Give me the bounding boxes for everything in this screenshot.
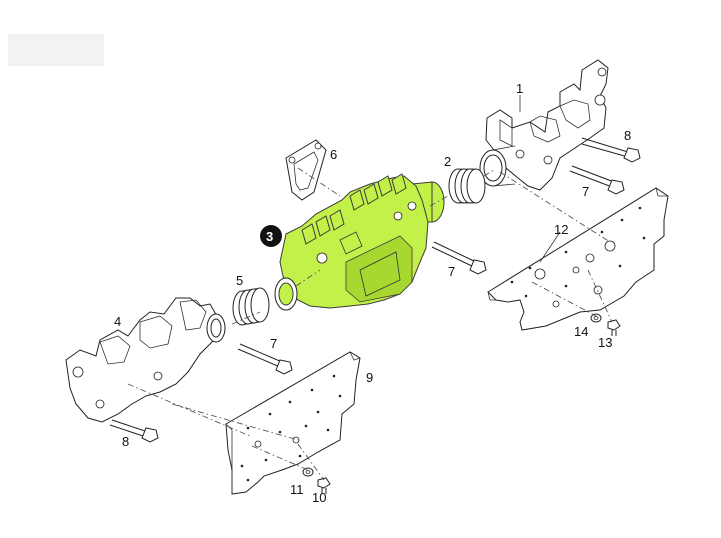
label-part-8-left: 8	[122, 434, 129, 449]
part-labels: 1 2 3 4 5 6 7 7 7 8 8 9 10 11 12 13 14	[114, 81, 631, 505]
label-part-3: 3	[266, 229, 273, 244]
label-part-2: 2	[444, 154, 451, 169]
label-part-9: 9	[366, 370, 373, 385]
part-2-spring[interactable]	[448, 168, 486, 204]
part-10-screw[interactable]	[317, 477, 331, 494]
label-part-4: 4	[114, 314, 121, 329]
label-part-8-right: 8	[624, 128, 631, 143]
part-7-bolt-center[interactable]	[431, 241, 487, 275]
part-13-screw[interactable]	[607, 319, 621, 336]
label-part-7-center: 7	[448, 264, 455, 279]
part-14-washer[interactable]	[590, 313, 602, 323]
part-3-main-body-highlighted[interactable]	[274, 173, 445, 311]
part-1-manifold-right[interactable]	[479, 59, 609, 191]
part-12-plate-right[interactable]	[487, 187, 669, 331]
label-part-7-right: 7	[582, 184, 589, 199]
label-part-10: 10	[312, 490, 326, 505]
part-5-spring[interactable]	[232, 287, 270, 326]
badge-part-3: 3	[260, 225, 282, 247]
label-part-5: 5	[236, 273, 243, 288]
label-part-14: 14	[574, 324, 588, 339]
masked-area	[8, 34, 104, 66]
part-11-washer[interactable]	[302, 467, 314, 477]
part-7-bolt-left[interactable]	[237, 343, 293, 375]
label-part-12: 12	[554, 222, 568, 237]
label-part-11: 11	[290, 482, 304, 497]
part-8-bolt-right[interactable]	[581, 137, 641, 163]
leader-lines	[519, 95, 561, 263]
part-8-bolt-left[interactable]	[109, 419, 159, 443]
label-part-1: 1	[516, 81, 523, 96]
part-6-gasket[interactable]	[285, 139, 327, 201]
part-9-plate-left[interactable]	[225, 351, 361, 495]
label-part-13: 13	[598, 335, 612, 350]
part-4-manifold-left[interactable]	[65, 297, 226, 423]
part-7-bolt-right-upper[interactable]	[569, 165, 625, 195]
assembly-lines	[127, 167, 613, 481]
label-part-7-left: 7	[270, 336, 277, 351]
label-part-6: 6	[330, 147, 337, 162]
